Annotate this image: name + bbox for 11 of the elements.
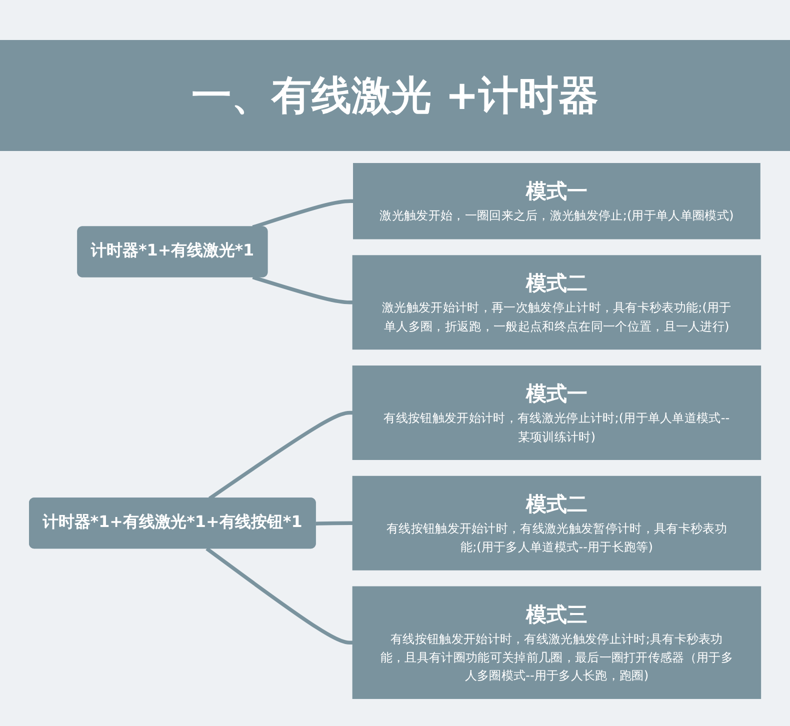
node-box: 模式二 有线按钮触发开始计时，有线激光触发暂停计时，具有卡秒表功能;(用于多人单道模式--用于长跑等) bbox=[352, 476, 762, 570]
node-box: 模式二 激光触发开始计时，再一次触发停止计时，具有卡秒表功能;(用于单人多圈，折返跑，一般起点和终点在同一个位置，且一人进行) bbox=[352, 255, 762, 350]
node-box: 模式三 有线按钮触发开始计时，有线激光触发停止计时;具有卡秒表功能，且具有计圈功能可关掉前几圈，最后一圈打开传感器（用于多人多圈模式--用于多人长跑，跑圈) bbox=[352, 586, 762, 699]
node-box: 模式一 激光触发开始，一圈回来之后，激光触发停止;(用于单人单圈模式) bbox=[352, 163, 760, 240]
connector bbox=[252, 199, 354, 229]
connector bbox=[208, 410, 353, 500]
connector bbox=[316, 521, 353, 526]
title: 一、有线激光 +计时器 bbox=[0, 40, 790, 151]
node-box: 模式一 有线按钮触发开始计时，有线激光停止计时;(用于单人单道模式--某项训练计时) bbox=[352, 366, 762, 460]
connector bbox=[206, 547, 353, 644]
connector bbox=[252, 275, 353, 304]
